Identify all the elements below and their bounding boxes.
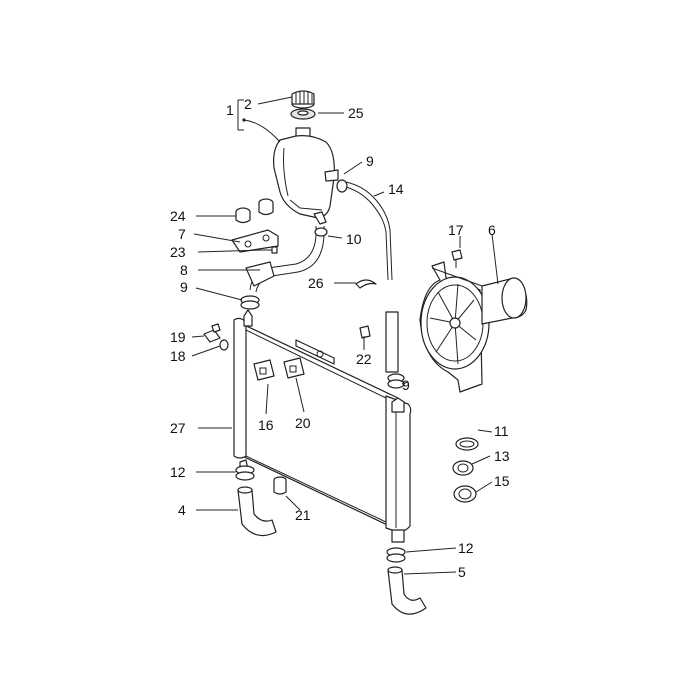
cap-gasket bbox=[290, 108, 316, 120]
overflow-hose bbox=[341, 181, 393, 281]
hose-clip-9-left bbox=[240, 295, 260, 310]
return-hose bbox=[385, 311, 399, 373]
tank-bracket bbox=[231, 229, 279, 253]
callout-21: 21 bbox=[295, 507, 311, 523]
expansion-tank-cap bbox=[291, 90, 315, 109]
lower-clip-right bbox=[386, 547, 406, 563]
callout-9-left: 9 bbox=[180, 279, 188, 295]
callout-12-right: 12 bbox=[458, 540, 474, 556]
callout-20: 20 bbox=[295, 415, 311, 431]
callout-8: 8 bbox=[180, 262, 188, 278]
clamp-13 bbox=[452, 460, 474, 476]
callout-12-left: 12 bbox=[170, 464, 186, 480]
rubber-pad-16 bbox=[253, 359, 275, 381]
callout-25: 25 bbox=[348, 105, 364, 121]
callout-22: 22 bbox=[356, 351, 372, 367]
clamp-15 bbox=[453, 485, 477, 503]
callout-18: 18 bbox=[170, 348, 186, 364]
callout-6: 6 bbox=[488, 222, 496, 238]
leader-lines bbox=[191, 96, 499, 575]
callout-9-right: 9 bbox=[402, 377, 410, 393]
lower-hose-right bbox=[387, 566, 427, 615]
radiator bbox=[233, 309, 412, 543]
temperature-sensor bbox=[203, 323, 221, 343]
cooling-fan bbox=[419, 261, 528, 393]
bracket-screw bbox=[262, 246, 278, 254]
callout-19: 19 bbox=[170, 329, 186, 345]
callout-27: 27 bbox=[170, 420, 186, 436]
callout-11: 11 bbox=[494, 423, 509, 439]
callout-4: 4 bbox=[178, 502, 186, 518]
callout-10: 10 bbox=[346, 231, 362, 247]
callout-1: 1 bbox=[226, 102, 234, 118]
radiator-screw bbox=[359, 325, 371, 346]
callout-17: 17 bbox=[448, 222, 464, 238]
callout-9-upper: 9 bbox=[366, 153, 374, 169]
callout-7: 7 bbox=[178, 226, 186, 242]
fan-screw bbox=[451, 249, 463, 268]
callout-14: 14 bbox=[388, 181, 404, 197]
callout-labels: 1 2 25 9 14 24 7 23 10 17 6 8 26 9 19 18… bbox=[170, 96, 510, 580]
lower-hose-left bbox=[237, 486, 277, 537]
hose-clip-10 bbox=[314, 227, 328, 237]
grommet-21 bbox=[273, 476, 287, 495]
tank-to-radiator-hose bbox=[245, 225, 325, 293]
callout-5: 5 bbox=[458, 564, 466, 580]
lower-clip-left bbox=[235, 465, 255, 481]
callout-2: 2 bbox=[244, 96, 252, 112]
sensor-washer bbox=[219, 339, 229, 351]
callout-15: 15 bbox=[494, 473, 510, 489]
clamp-ring bbox=[355, 279, 377, 289]
callout-13: 13 bbox=[494, 448, 510, 464]
callout-26: 26 bbox=[308, 275, 324, 291]
hose-clip-upper bbox=[336, 179, 348, 193]
rubber-pad-20 bbox=[283, 357, 305, 379]
rubber-mounts bbox=[235, 198, 274, 224]
callout-16: 16 bbox=[258, 417, 274, 433]
callout-24: 24 bbox=[170, 208, 186, 224]
callout-23: 23 bbox=[170, 244, 186, 260]
hose-clip-9-right bbox=[387, 373, 405, 389]
clamp-11 bbox=[455, 437, 479, 451]
expansion-tank bbox=[273, 127, 339, 225]
